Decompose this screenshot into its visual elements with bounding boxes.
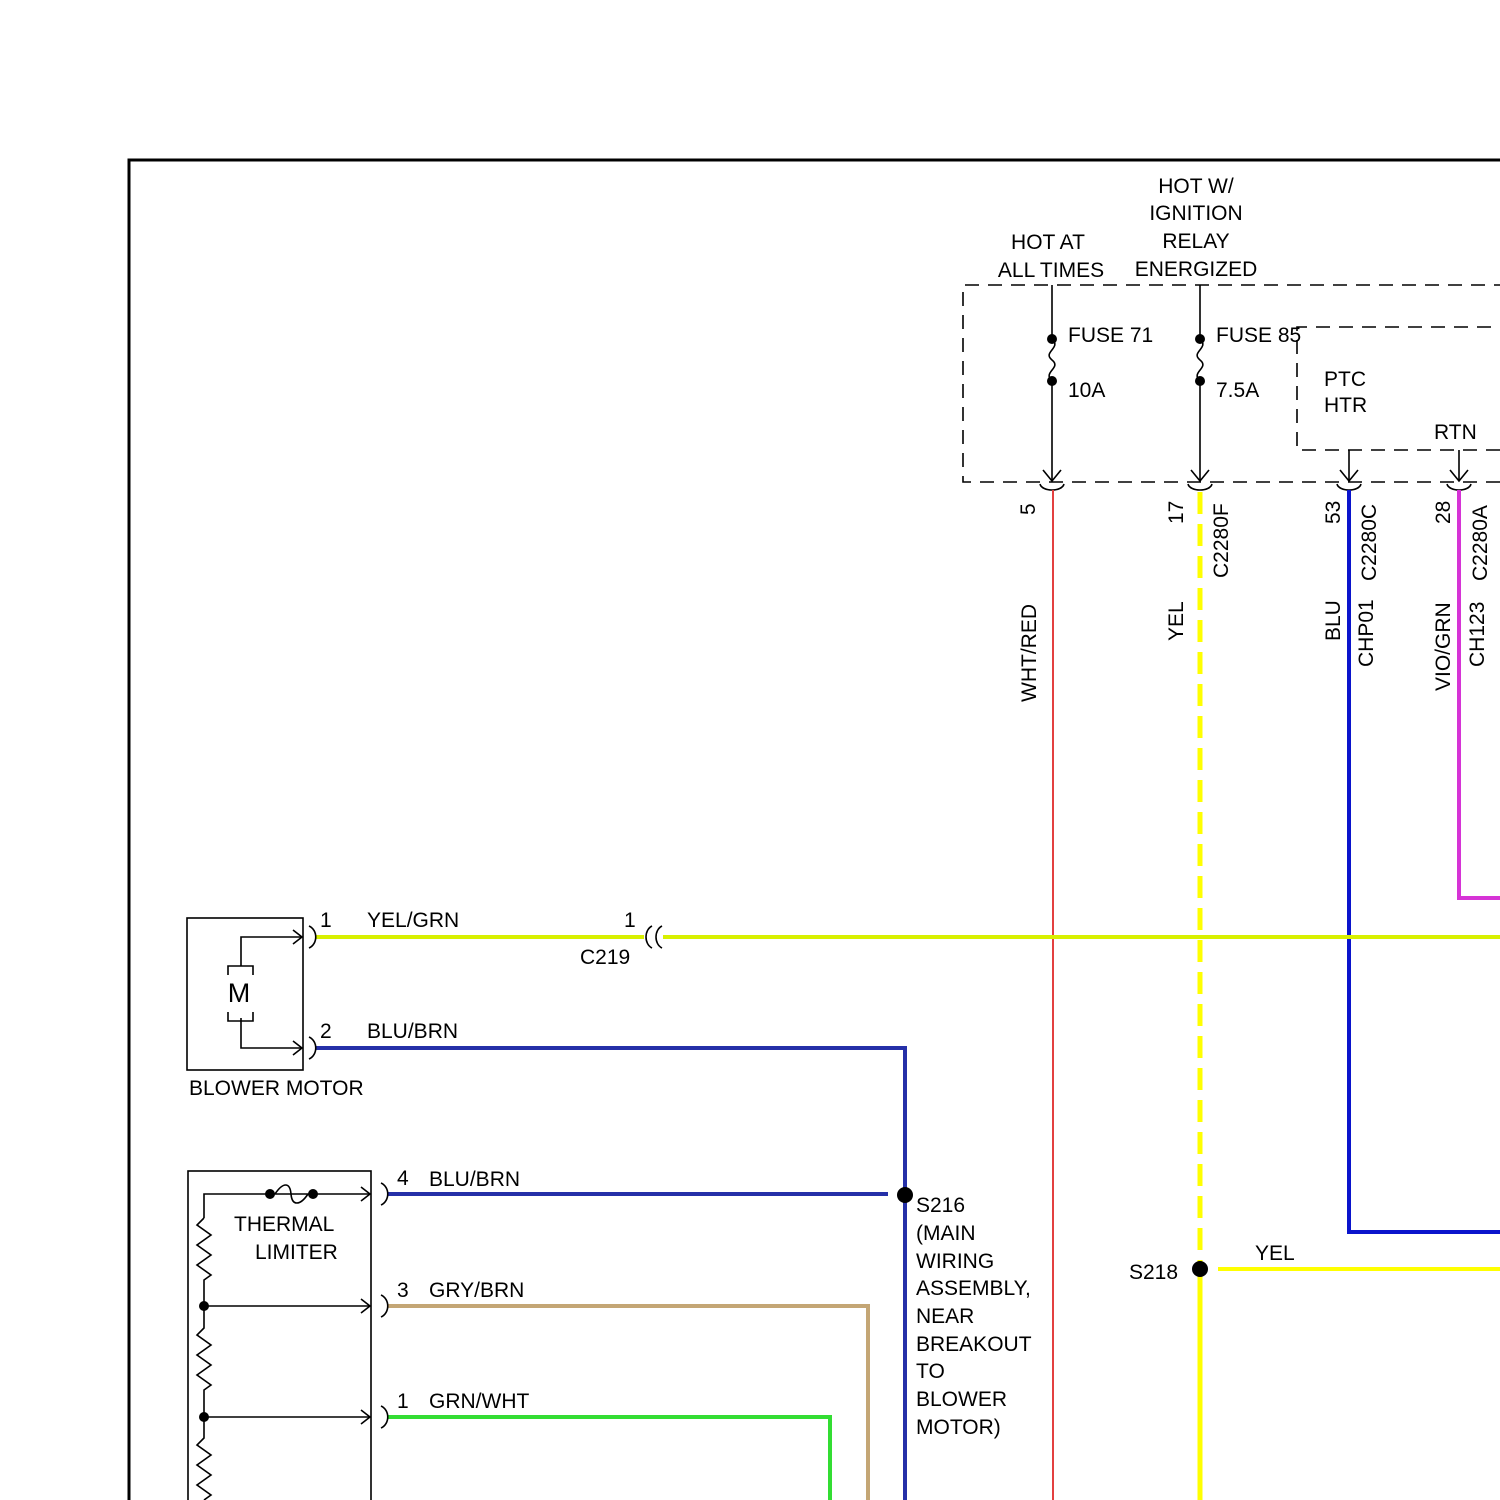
blower-motor-label: BLOWER MOTOR (189, 1077, 364, 1100)
pin-53-circuit: CHP01 (1355, 599, 1378, 667)
pin-53-labels: 53 C2280C BLU CHP01 (1322, 501, 1381, 667)
fuse-71-rating: 10A (1068, 379, 1105, 402)
resistor-pin-4: 4 (397, 1167, 409, 1190)
hot-at-all-times-label-1: HOT AT (1011, 231, 1085, 254)
c2280-connector-marks (1040, 484, 1471, 490)
pin-53-number: 53 (1322, 501, 1345, 524)
pin-28-color: VIO/GRN (1432, 602, 1455, 691)
fuse-85-rating: 7.5A (1216, 379, 1259, 402)
s216-note-line-3: ASSEMBLY, (916, 1277, 1031, 1300)
pin-5-color: WHT/RED (1018, 604, 1041, 702)
blower-motor-pin-2-color: BLU/BRN (367, 1020, 458, 1043)
pin-17-number: 17 (1165, 501, 1188, 524)
resistor-pin-4-color: BLU/BRN (429, 1168, 520, 1191)
s216-note-line-7: BLOWER (916, 1388, 1007, 1411)
resistor-pin-3: 3 (397, 1279, 409, 1302)
grn-wht-wire (388, 1417, 830, 1500)
pin-5-number: 5 (1017, 503, 1040, 515)
pin-28-circuit: CH123 (1466, 602, 1489, 667)
blower-motor (187, 918, 316, 1070)
pin-53-color: BLU (1322, 600, 1345, 641)
pin-28-connector: C2280A (1469, 505, 1492, 581)
s218-label: S218 (1129, 1261, 1178, 1284)
s216-note-line-1: (MAIN (916, 1222, 976, 1245)
hot-at-all-times-label-2: ALL TIMES (998, 259, 1104, 282)
hot-w-ignition-label-1: HOT W/ (1158, 175, 1234, 198)
thermal-limiter-label-2: LIMITER (255, 1241, 338, 1264)
fuse-71 (1043, 285, 1061, 481)
pin-5-labels: 5 WHT/RED (1017, 503, 1041, 702)
ptc-htr-label-1: PTC (1324, 368, 1366, 391)
ptc-pin-leads (1340, 450, 1468, 481)
diagram-frame (129, 160, 1500, 1500)
pin-17-color: YEL (1165, 601, 1188, 641)
c219-label: C219 (580, 946, 630, 969)
blower-motor-pin-2: 2 (320, 1020, 332, 1043)
s218-wire-color: YEL (1255, 1242, 1295, 1265)
blower-motor-pin-1-color: YEL/GRN (367, 909, 459, 932)
blower-motor-pin-1: 1 (320, 909, 332, 932)
s216-note-line-4: NEAR (916, 1305, 974, 1328)
c219-pin-number: 1 (624, 909, 636, 932)
s218-splice-dot (1192, 1261, 1208, 1277)
thermal-limiter-label-1: THERMAL (234, 1213, 334, 1236)
s216-note-line-5: BREAKOUT (916, 1333, 1032, 1356)
motor-symbol: M (228, 978, 251, 1008)
fuse-85-name: FUSE 85 (1216, 324, 1301, 347)
blu-brn-wire-motor (316, 1048, 905, 1500)
rtn-label: RTN (1434, 421, 1477, 444)
s216-note: (MAIN WIRING ASSEMBLY, NEAR BREAKOUT TO … (916, 1222, 1032, 1439)
hot-w-ignition-label-4: ENERGIZED (1135, 258, 1258, 281)
fuse-71-name: FUSE 71 (1068, 324, 1153, 347)
fuse-85 (1191, 285, 1209, 481)
hot-w-ignition-label-3: RELAY (1162, 230, 1229, 253)
s216-note-line-2: WIRING (916, 1250, 994, 1273)
resistor-pin-1: 1 (397, 1390, 409, 1413)
pin-53-connector: C2280C (1358, 504, 1381, 581)
pin-28-labels: 28 C2280A VIO/GRN CH123 (1432, 501, 1492, 691)
s216-note-line-6: TO (916, 1360, 945, 1383)
s216-label: S216 (916, 1194, 965, 1217)
pin-17-connector: C2280F (1210, 503, 1233, 578)
ptc-htr-label-2: HTR (1324, 394, 1367, 417)
resistor-pin-1-color: GRN/WHT (429, 1390, 529, 1413)
resistor-pin-3-color: GRY/BRN (429, 1279, 524, 1302)
pin-28-number: 28 (1432, 501, 1455, 524)
s216-note-line-8: MOTOR) (916, 1416, 1001, 1439)
hot-w-ignition-label-2: IGNITION (1149, 202, 1242, 225)
c219-connector (646, 926, 662, 948)
s216-splice-dot (897, 1187, 913, 1203)
